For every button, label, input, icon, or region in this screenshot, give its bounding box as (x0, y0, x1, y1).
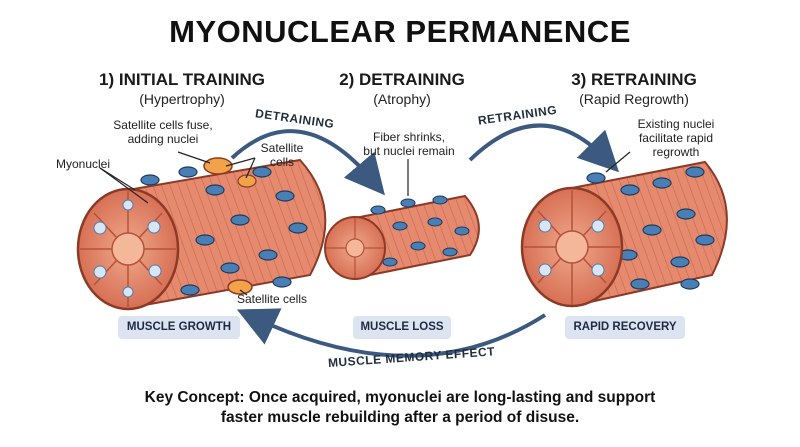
stage-2-title: 2) DETRAINING (339, 70, 465, 89)
muscle-fiber-3 (520, 160, 728, 308)
stage-3-title: 3) RETRAINING (571, 70, 697, 89)
satellite-cell (203, 157, 233, 175)
satellite-cell (227, 279, 253, 295)
annotation-satellite-fuse: Satellite cells fuse, adding nuclei (113, 118, 213, 146)
annotation-myonuclei: Myonuclei (56, 157, 111, 171)
stage-1-title: 1) INITIAL TRAINING (99, 70, 265, 89)
annotation-fiber-shrinks: Fiber shrinks, but nuclei remain (363, 130, 455, 158)
badge-muscle-loss: MUSCLE LOSS (353, 316, 451, 339)
detraining-arrow-label: DETRAINING (254, 106, 335, 131)
annotation-satellite-cells-bottom: Satellite cells (236, 292, 308, 306)
stage-3-subtitle: (Rapid Regrowth) (579, 91, 689, 107)
muscle-fiber-1 (76, 157, 327, 311)
badge-muscle-growth: MUSCLE GROWTH (118, 316, 240, 339)
stage-2-subtitle: (Atrophy) (373, 91, 431, 107)
muscle-fiber-2 (324, 194, 480, 280)
myonuclei (586, 166, 715, 290)
retraining-arrow (468, 123, 620, 173)
key-concept: Key Concept: Once acquired, myonuclei ar… (144, 389, 656, 426)
detraining-arrow (230, 129, 385, 196)
badge-rapid-recovery: RAPID RECOVERY (565, 316, 685, 339)
annotation-existing-nuclei: Existing nuclei facilitate rapid regrowt… (637, 117, 715, 159)
page-title: MYONUCLEAR PERMANENCE (169, 14, 631, 49)
memory-arrow-label: MUSCLE MEMORY EFFECT (328, 344, 496, 370)
stage-1-subtitle: (Hypertrophy) (139, 91, 225, 107)
myonuclei (140, 166, 308, 296)
annotation-leaders (99, 151, 631, 296)
myonuclei (370, 195, 470, 267)
memory-arrow (236, 308, 547, 358)
annotation-satellite-cells-top: Satellite cells (260, 141, 304, 169)
